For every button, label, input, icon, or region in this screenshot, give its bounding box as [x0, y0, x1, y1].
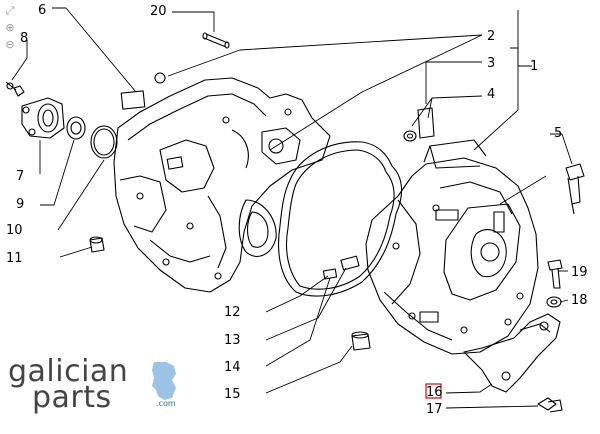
- callout-13: 13: [224, 333, 241, 348]
- expand-icon[interactable]: ⤢: [5, 4, 15, 17]
- highlight-box: [425, 383, 442, 399]
- callout-15: 15: [224, 387, 241, 402]
- gasket-part: [278, 141, 403, 297]
- callout-8: 8: [20, 31, 28, 46]
- logo-line-2: parts: [32, 380, 112, 415]
- screw-8-part: [5, 81, 25, 97]
- callout-19: 19: [571, 265, 588, 280]
- logo-line-1: galician: [8, 354, 129, 389]
- seal-9-part: [66, 116, 86, 140]
- callout-3: 3: [487, 56, 495, 71]
- bolt-19-part: [547, 259, 563, 289]
- callout-17: 17: [426, 402, 443, 417]
- bell-housing-part: [113, 77, 331, 293]
- callout-20: 20: [150, 4, 167, 19]
- zoom-in-icon[interactable]: ⊕: [5, 21, 15, 34]
- callout-10: 10: [6, 223, 23, 238]
- callout-5: 5: [554, 126, 562, 141]
- callout-4: 4: [487, 87, 495, 102]
- callout-18: 18: [571, 293, 588, 308]
- zoom-out-icon[interactable]: ⊖: [5, 38, 15, 51]
- washer-18-part: [546, 296, 562, 308]
- mounting-bracket-part: [463, 313, 561, 393]
- zoom-controls: ⤢ ⊕ ⊖: [3, 4, 19, 55]
- ball-2-part: [154, 72, 166, 84]
- clip-14-part: [322, 268, 338, 280]
- gearbox-housing-part: [365, 139, 539, 355]
- leader-lines: [11, 7, 573, 409]
- washer-4-part: [403, 130, 417, 142]
- callout-12: 12: [224, 305, 241, 320]
- bolt-3-part: [417, 107, 435, 139]
- bolt-17-part: [537, 397, 563, 413]
- logo-domain: .com: [156, 399, 176, 408]
- dowel-15-part: [351, 331, 371, 351]
- bearing-cap-7-part: [21, 97, 65, 139]
- callout-labels: 20 8 6 2 3 1 4 7 5 9 10 11 19 18 12 13 1…: [6, 3, 588, 417]
- callout-14: 14: [224, 360, 241, 375]
- callout-16: 16: [426, 385, 443, 400]
- plug-11-part: [89, 236, 105, 253]
- callout-2: 2: [487, 29, 495, 44]
- callout-11: 11: [6, 251, 23, 266]
- clip-13-part: [340, 255, 360, 271]
- callout-7: 7: [16, 169, 24, 184]
- galicianparts-logo: galician parts .com: [8, 356, 208, 416]
- callout-1: 1: [530, 59, 538, 74]
- callout-9: 9: [16, 197, 24, 212]
- o-ring-10-part: [90, 125, 118, 159]
- galicia-map-icon: [152, 362, 176, 400]
- pin-20-part: [202, 32, 230, 49]
- sensor-5-part: [565, 163, 585, 215]
- callout-6: 6: [38, 3, 46, 18]
